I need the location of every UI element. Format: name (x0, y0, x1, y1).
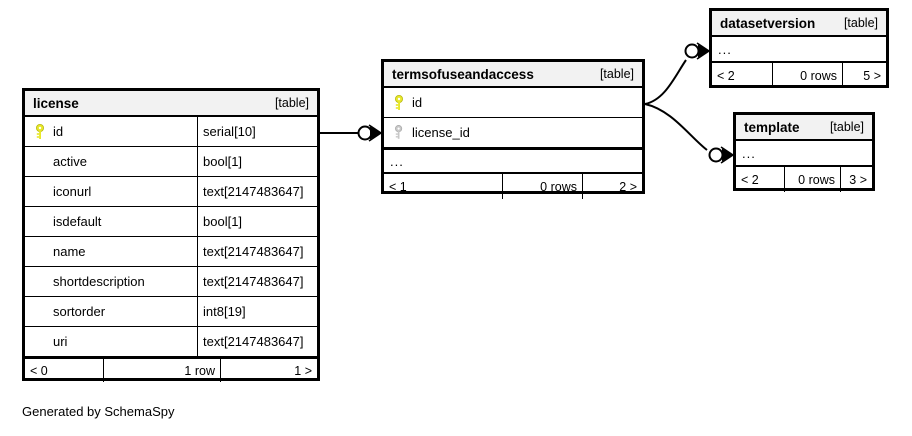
column-type-cell: int8[19] (197, 297, 317, 326)
more-columns-indicator: ... (712, 37, 886, 63)
column-label: shortdescription (53, 274, 145, 289)
column-type-cell: bool[1] (197, 147, 317, 176)
table-template[interactable]: template [table] ... < 2 0 rows 3 > (733, 112, 875, 192)
column-type-cell: text[2147483647] (197, 327, 317, 356)
table-template-kind: [table] (829, 120, 864, 134)
table-datasetversion-kind: [table] (843, 16, 878, 30)
table-license-header: license [table] (25, 91, 317, 117)
table-license-footer: < 0 1 row 1 > (25, 357, 317, 382)
table-termsofuseandaccess-header: termsofuseandaccess [table] (384, 62, 642, 88)
table-termsofuseandaccess[interactable]: termsofuseandaccess [table] id (381, 59, 645, 199)
edge-termsofuseandaccess-to-template (644, 103, 734, 164)
table-license-title: license (33, 95, 79, 111)
next-page-button[interactable]: 1 > (220, 359, 317, 382)
table-row[interactable]: iconurl text[2147483647] (25, 177, 317, 207)
primary-key-icon (31, 123, 51, 140)
prev-page-button[interactable]: < 2 (717, 68, 735, 83)
table-row[interactable]: isdefault bool[1] (25, 207, 317, 237)
column-label: active (53, 154, 87, 169)
table-termsofuseandaccess-kind: [table] (599, 67, 634, 81)
foreign-key-icon (390, 125, 410, 140)
more-columns-indicator: ... (736, 141, 872, 167)
column-type-cell: text[2147483647] (197, 177, 317, 206)
table-datasetversion-header: datasetversion [table] (712, 11, 886, 37)
next-page-button[interactable]: 3 > (840, 167, 872, 192)
table-datasetversion[interactable]: datasetversion [table] ... < 2 0 rows 5 … (709, 8, 889, 88)
table-datasetversion-footer: < 2 0 rows 5 > (712, 63, 886, 88)
column-label: name (53, 244, 86, 259)
generated-by-caption: Generated by SchemaSpy (22, 404, 175, 419)
column-name-cell: isdefault (25, 207, 197, 236)
table-row[interactable]: shortdescription text[2147483647] (25, 267, 317, 297)
table-row[interactable]: id serial[10] (25, 117, 317, 147)
more-columns-indicator: ... (384, 148, 642, 174)
column-name-cell: active (25, 147, 197, 176)
row-count-label: 0 rows (502, 174, 582, 199)
table-termsofuseandaccess-footer: < 1 0 rows 2 > (384, 174, 642, 199)
column-name-cell: iconurl (25, 177, 197, 206)
table-row[interactable]: uri text[2147483647] (25, 327, 317, 357)
primary-key-icon (390, 94, 410, 111)
column-name-cell: id (384, 88, 642, 117)
edge-license-to-termsofuseandaccess (320, 124, 382, 142)
table-row[interactable]: active bool[1] (25, 147, 317, 177)
table-row[interactable]: name text[2147483647] (25, 237, 317, 267)
column-label: license_id (412, 125, 470, 140)
table-template-title: template (744, 119, 800, 135)
row-count-label: 1 row (103, 359, 220, 382)
column-name-cell: uri (25, 327, 197, 356)
prev-page-button[interactable]: < 0 (30, 363, 48, 378)
edge-termsofuseandaccess-to-datasetversion (644, 42, 710, 105)
column-type-cell: serial[10] (197, 117, 317, 146)
table-template-footer: < 2 0 rows 3 > (736, 167, 872, 192)
column-label: id (412, 95, 423, 110)
table-license-kind: [table] (274, 96, 309, 110)
column-label: iconurl (53, 184, 92, 199)
row-count-label: 0 rows (784, 167, 840, 192)
table-license[interactable]: license [table] id serial[10] (22, 88, 320, 382)
column-name-cell: id (25, 117, 197, 146)
next-page-button[interactable]: 2 > (582, 174, 642, 199)
row-count-label: 0 rows (772, 63, 842, 88)
table-row[interactable]: id (384, 88, 642, 118)
column-label: isdefault (53, 214, 102, 229)
column-type-cell: bool[1] (197, 207, 317, 236)
column-label: sortorder (53, 304, 106, 319)
column-name-cell: name (25, 237, 197, 266)
table-termsofuseandaccess-title: termsofuseandaccess (392, 66, 534, 82)
column-name-cell: license_id (384, 118, 642, 147)
table-datasetversion-title: datasetversion (720, 15, 816, 31)
column-name-cell: sortorder (25, 297, 197, 326)
prev-page-button[interactable]: < 2 (741, 172, 759, 187)
column-name-cell: shortdescription (25, 267, 197, 296)
table-template-header: template [table] (736, 115, 872, 141)
next-page-button[interactable]: 5 > (842, 63, 886, 88)
table-row[interactable]: license_id (384, 118, 642, 148)
column-label: uri (53, 334, 68, 349)
column-type-cell: text[2147483647] (197, 267, 317, 296)
prev-page-button[interactable]: < 1 (389, 179, 407, 194)
column-label: id (53, 124, 64, 139)
table-row[interactable]: sortorder int8[19] (25, 297, 317, 327)
column-type-cell: text[2147483647] (197, 237, 317, 266)
